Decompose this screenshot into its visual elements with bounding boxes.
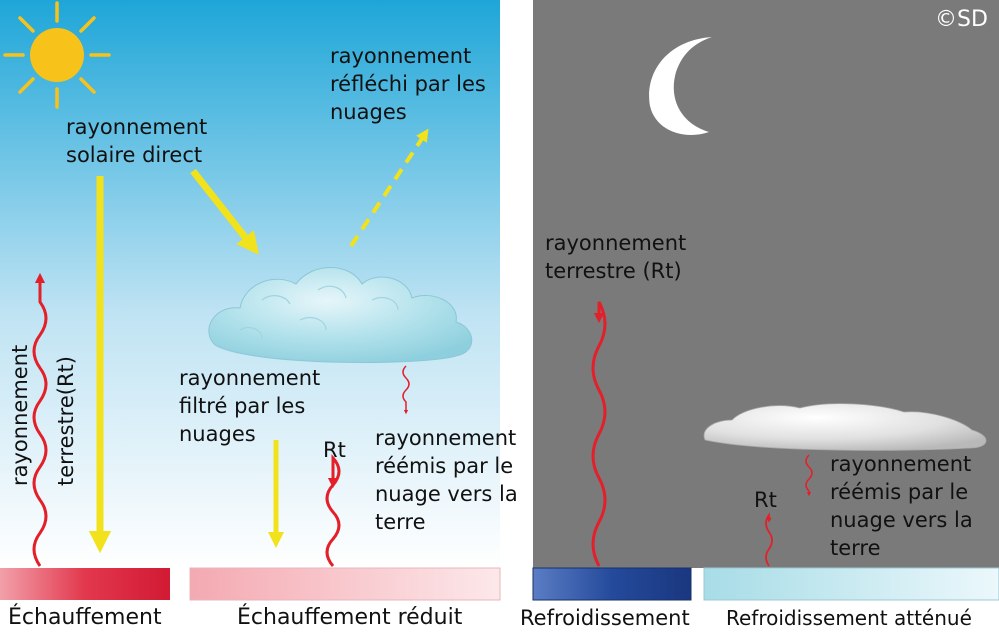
filtered-line-1: rayonnement (179, 366, 321, 390)
solar-to-cloud-arrow (190, 168, 259, 255)
reemitted-day-line-4: terre (375, 510, 426, 534)
rt-arrow-day (325, 454, 341, 567)
filtered-line-3: nuages (179, 422, 256, 446)
direct-solar-line-2: solaire direct (66, 143, 203, 167)
terrestrial-night-line-1: rayonnement (545, 231, 687, 255)
terrestrial-arrow-day (32, 272, 48, 567)
reflected-line-2: réfléchi par les (330, 72, 486, 96)
reflected-label: rayonnement réfléchi par les nuages (330, 42, 486, 126)
reemitted-night-line-4: terre (830, 536, 881, 560)
reemitted-day-line-2: réémis par le (375, 454, 514, 478)
filtered-label: rayonnement filtré par les nuages (179, 364, 320, 448)
rt-label-night: Rt (754, 488, 777, 512)
rt-arrow-night (765, 512, 773, 567)
day-sky (0, 0, 500, 568)
reflected-arrow (349, 128, 429, 248)
sun-icon (3, 1, 111, 109)
reemitted-label-day: rayonnement réémis par le nuage vers la … (375, 424, 518, 536)
reemitted-arrow-night (805, 454, 813, 497)
direct-solar-label: rayonnement solaire direct (66, 113, 207, 169)
night-sky (533, 0, 999, 568)
cloud-icon (208, 267, 473, 363)
terrestrial-vertical-label: rayonnement terrestre(Rt) (8, 345, 78, 486)
caption-reduced-heating: Échauffement réduit (237, 605, 463, 630)
reemitted-label-night: rayonnement réémis par le nuage vers la … (830, 450, 973, 562)
rt-label-day: Rt (323, 438, 346, 462)
reemitted-night-line-1: rayonnement (830, 452, 972, 476)
terrestrial-vertical-line-2: terrestre(Rt) (54, 356, 78, 486)
heating-bar (0, 568, 170, 600)
cooling-bar (532, 567, 692, 601)
reduced-heating-bar (189, 567, 501, 601)
terrestrial-night-line-2: terrestre (Rt) (545, 259, 682, 283)
filtered-line-2: filtré par les (179, 394, 306, 418)
reemitted-arrow-day (402, 365, 410, 415)
terrestrial-label-night: rayonnement terrestre (Rt) (545, 229, 686, 285)
crescent-moon-icon (649, 37, 712, 135)
direct-solar-line-1: rayonnement (66, 115, 208, 139)
reemitted-day-line-3: nuage vers la (375, 482, 518, 506)
terrestrial-vertical-line-1: rayonnement (8, 344, 32, 486)
cloud-icon (703, 403, 987, 451)
mitigated-cooling-bar (703, 567, 999, 601)
copyright-label: ©SD (935, 7, 988, 32)
terrestrial-arrow-night (591, 301, 607, 567)
reflected-line-1: rayonnement (330, 44, 472, 68)
caption-mitigated-cooling: Refroidissement atténué (726, 606, 972, 630)
reemitted-night-line-3: nuage vers la (830, 508, 973, 532)
reemitted-day-line-1: rayonnement (375, 426, 517, 450)
reflected-line-3: nuages (330, 100, 407, 124)
caption-cooling: Refroidissement (520, 606, 690, 630)
caption-heating: Échauffement (8, 605, 162, 630)
reemitted-night-line-2: réémis par le (830, 480, 969, 504)
